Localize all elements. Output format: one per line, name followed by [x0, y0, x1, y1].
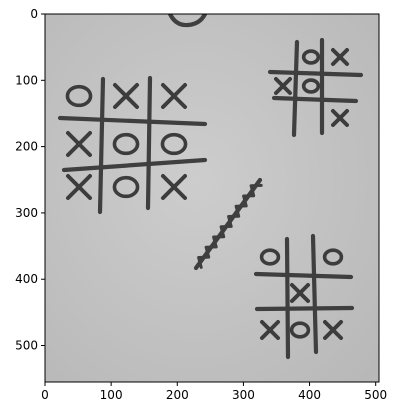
o-mark	[289, 321, 311, 339]
o-mark	[112, 132, 140, 156]
x-mark	[161, 83, 187, 109]
o-mark	[160, 132, 188, 156]
x-tick-label: 300	[232, 388, 255, 402]
y-tick-label: 300	[15, 206, 38, 220]
board-line	[145, 75, 153, 211]
x-mark	[260, 320, 280, 340]
o-mark	[322, 248, 344, 266]
y-axis: 0 100 200 300 400 500	[15, 7, 45, 353]
board-line	[284, 236, 291, 360]
y-tick-label: 0	[30, 7, 38, 21]
x-mark	[113, 83, 139, 109]
x-mark	[161, 174, 187, 200]
x-mark	[66, 174, 92, 200]
board-line	[271, 95, 359, 104]
y-tick-label: 500	[15, 339, 38, 353]
board-line	[97, 76, 106, 215]
board-large-left	[57, 75, 208, 215]
x-mark	[290, 283, 310, 303]
x-tick-label: 500	[364, 388, 387, 402]
x-mark	[323, 320, 343, 340]
board-line	[253, 271, 354, 280]
board-line	[254, 305, 355, 312]
y-tick-label: 200	[15, 140, 38, 154]
o-mark	[301, 49, 321, 65]
board-line	[291, 39, 300, 138]
x-mark	[274, 77, 292, 95]
board-small-top-right	[267, 37, 364, 138]
x-axis: 0 100 200 300 400 500	[41, 382, 387, 402]
board-bottom-right	[253, 233, 355, 360]
scribbled-line-mark	[193, 177, 263, 271]
board-line	[61, 157, 208, 173]
axes-frame	[44, 13, 380, 383]
x-tick-label: 100	[100, 388, 123, 402]
x-tick-label: 200	[166, 388, 189, 402]
o-mark	[112, 175, 140, 199]
o-mark	[65, 84, 93, 108]
photo-area	[45, 14, 379, 382]
x-mark	[331, 48, 349, 66]
board-line	[310, 233, 319, 355]
x-tick-label: 0	[41, 388, 49, 402]
x-tick-label: 400	[298, 388, 321, 402]
x-mark	[331, 109, 349, 127]
y-tick-label: 400	[15, 272, 38, 286]
y-tick-label: 100	[15, 73, 38, 87]
x-mark	[66, 131, 92, 157]
o-mark	[259, 248, 281, 266]
board-line	[57, 115, 208, 127]
board-line	[267, 69, 364, 78]
o-mark	[301, 78, 321, 94]
partial-circle-mark	[167, 14, 208, 28]
